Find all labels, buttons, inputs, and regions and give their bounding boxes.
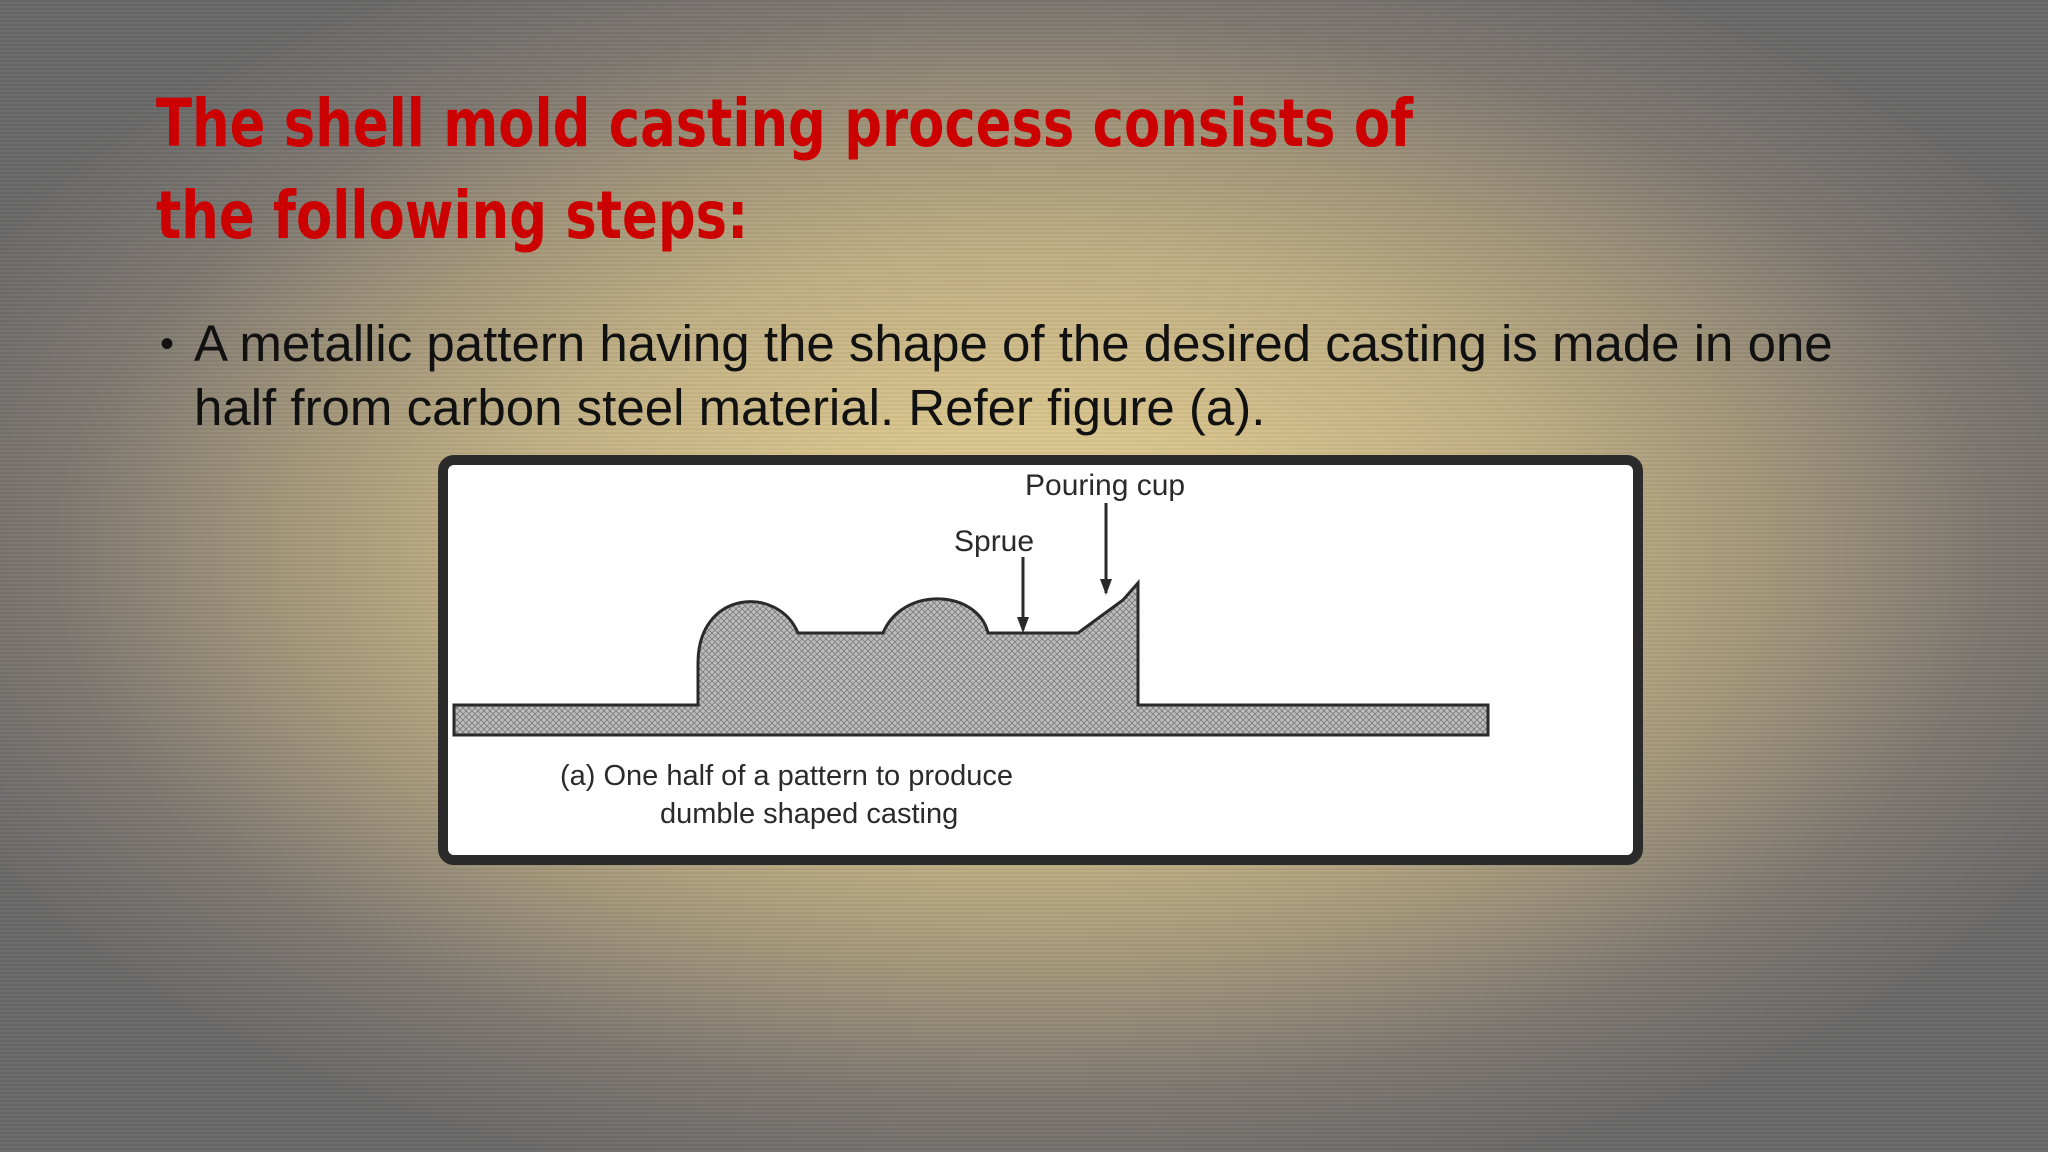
bullet-list: • A metallic pattern having the shape of… [158,312,1878,440]
bullet-text: A metallic pattern having the shape of t… [194,315,1833,436]
sprue-arrow-head-icon [1017,617,1029,633]
pattern-half-shape [452,579,1490,737]
pouring-cup-label: Pouring cup [1025,469,1185,502]
figure-caption-line1: (a) One half of a pattern to produce [560,760,1013,792]
bullet-dot-icon: • [160,322,175,366]
figure-caption-line2: dumble shaped casting [660,798,958,830]
slide-title: The shell mold casting process consists … [156,85,1414,254]
pouring-cup-arrow-head-icon [1100,579,1112,595]
sprue-label: Sprue [954,525,1034,558]
pattern-diagram: Pouring cup Sprue (a) One half of a patt… [452,469,1490,830]
figure-frame: Pouring cup Sprue (a) One half of a patt… [438,455,1643,865]
bullet-item: • A metallic pattern having the shape of… [158,312,1878,440]
